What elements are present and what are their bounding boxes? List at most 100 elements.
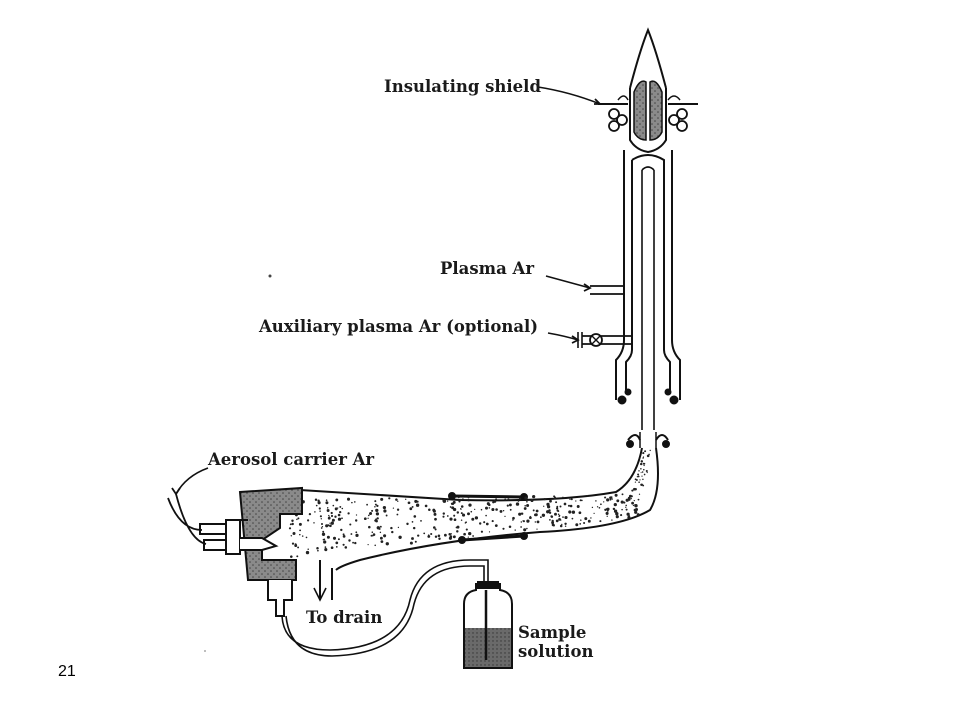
aerosol-droplet: [348, 539, 351, 542]
aerosol-droplet: [337, 517, 342, 521]
aerosol-droplet: [571, 510, 576, 514]
aerosol-droplet: [536, 520, 540, 524]
aerosol-droplet: [458, 499, 460, 501]
aerosol-droplet: [615, 515, 619, 519]
aerosol-droplet: [390, 526, 393, 530]
aerosol-droplet: [329, 522, 331, 524]
aerosol-droplet: [586, 495, 589, 497]
aerosol-droplet: [463, 532, 466, 536]
aerosol-droplet: [495, 498, 497, 500]
aerosol-droplet: [646, 471, 648, 474]
aerosol-droplet: [467, 512, 470, 516]
aerosol-droplet: [374, 506, 376, 508]
aerosol-droplet: [633, 508, 637, 512]
aerosol-droplet: [526, 504, 530, 507]
aerosol-droplet: [444, 533, 447, 537]
aerosol-droplet: [367, 544, 369, 546]
aerosol-droplet: [579, 523, 582, 525]
aerosol-droplet: [460, 512, 463, 515]
aerosol-droplet: [291, 522, 294, 526]
aerosol-droplet: [604, 496, 607, 499]
aerosol-droplet: [332, 536, 337, 540]
aerosol-droplet: [375, 518, 378, 521]
aerosol-droplet: [379, 531, 382, 534]
aerosol-droplet: [549, 519, 551, 521]
aerosol-droplet: [465, 521, 467, 524]
aerosol-droplet: [640, 472, 642, 474]
aerosol-droplet: [331, 518, 335, 522]
aerosol-droplet: [549, 499, 552, 503]
aerosol-droplet: [554, 512, 557, 516]
aerosol-droplet: [395, 498, 398, 501]
aerosol-droplet: [518, 497, 522, 500]
aerosol-droplet: [414, 540, 417, 543]
aerosol-droplet: [340, 528, 343, 532]
aerosol-droplet: [628, 494, 632, 498]
aerosol-droplet: [434, 535, 438, 538]
aerosol-droplet: [328, 514, 330, 517]
aerosol-droplet: [344, 546, 348, 549]
aerosol-droplet: [567, 504, 571, 507]
aerosol-droplet: [392, 507, 395, 509]
aerosol-droplet: [626, 512, 630, 516]
aerosol-droplet: [367, 517, 369, 519]
aerosol-droplet: [564, 515, 568, 520]
aerosol-droplet: [425, 497, 427, 499]
aerosol-droplet: [611, 498, 613, 500]
aerosol-droplet: [347, 512, 350, 515]
aerosol-droplet: [508, 503, 512, 507]
aerosol-droplet: [433, 512, 437, 516]
aerosol-droplet: [638, 481, 640, 483]
sample-tubing: [281, 559, 489, 657]
aerosol-droplet: [638, 493, 641, 495]
aerosol-droplet: [502, 527, 505, 530]
aerosol-droplet: [335, 546, 338, 548]
aerosol-droplet: [564, 522, 567, 525]
aerosol-droplet: [322, 530, 325, 533]
aerosol-mist: [288, 449, 651, 558]
aerosol-droplet: [555, 507, 559, 510]
aerosol-droplet: [518, 512, 522, 516]
aerosol-droplet: [375, 519, 378, 523]
aerosol-droplet: [591, 506, 594, 509]
aerosol-droplet: [598, 506, 601, 509]
aerosol-droplet: [499, 509, 503, 513]
aerosol-droplet: [334, 515, 337, 518]
aerosol-droplet: [374, 544, 376, 547]
aerosol-droplet: [643, 462, 646, 465]
aerosol-droplet: [562, 516, 564, 518]
aerosol-droplet: [351, 501, 353, 504]
aerosol-droplet: [471, 517, 475, 521]
aerosol-droplet: [578, 511, 582, 515]
aerosol-droplet: [579, 499, 582, 502]
aerosol-droplet: [326, 535, 330, 539]
aerosol-droplet: [428, 508, 431, 511]
aerosol-droplet: [522, 520, 525, 523]
aerosol-droplet: [320, 522, 324, 526]
aerosol-droplet: [459, 498, 462, 501]
aerosol-droplet: [308, 512, 312, 516]
aerosol-droplet: [320, 527, 323, 529]
aerosol-droplet: [590, 517, 592, 519]
aerosol-droplet: [374, 503, 377, 506]
aerosol-droplet: [645, 469, 648, 473]
aerosol-droplet: [305, 550, 310, 555]
aerosol-droplet: [324, 548, 328, 552]
aerosol-droplet: [491, 507, 495, 512]
leader-arrows: [171, 86, 603, 496]
aerosol-droplet: [616, 499, 620, 503]
aerosol-droplet: [355, 514, 358, 516]
aerosol-droplet: [559, 505, 562, 508]
aerosol-droplet: [536, 528, 538, 530]
aerosol-droplet: [641, 475, 643, 477]
aerosol-droplet: [420, 520, 422, 522]
aerosol-droplet: [643, 473, 646, 476]
aerosol-droplet: [355, 533, 359, 538]
aerosol-droplet: [474, 516, 479, 520]
aerosol-droplet: [434, 528, 437, 531]
aerosol-droplet: [488, 531, 491, 533]
aerosol-droplet: [642, 457, 644, 459]
aerosol-droplet: [307, 548, 309, 550]
